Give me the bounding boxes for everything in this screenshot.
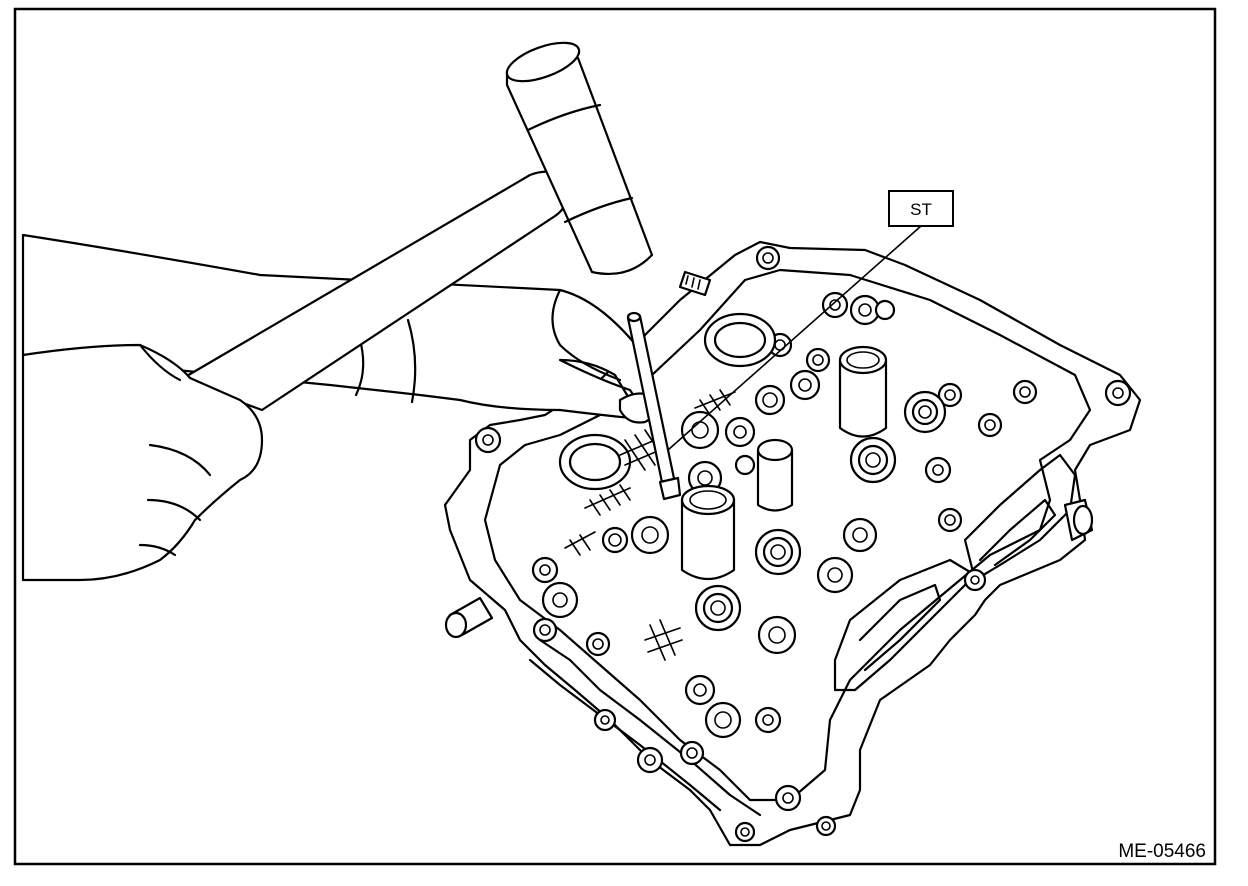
figure-code: ME-05466: [1118, 841, 1206, 862]
figure-frame: [13, 7, 1217, 866]
st-leader-line: [667, 225, 922, 451]
casting-marks: [564, 389, 736, 661]
valve-springs: [601, 347, 947, 632]
hammer: [178, 41, 654, 412]
lifter-cylinders: [680, 345, 888, 581]
st-callout-label: ST: [910, 200, 932, 219]
special-tool-rod: [626, 311, 682, 501]
right-hand: [21, 343, 264, 582]
st-callout: ST: [667, 190, 954, 451]
valve-openings: [558, 312, 777, 491]
